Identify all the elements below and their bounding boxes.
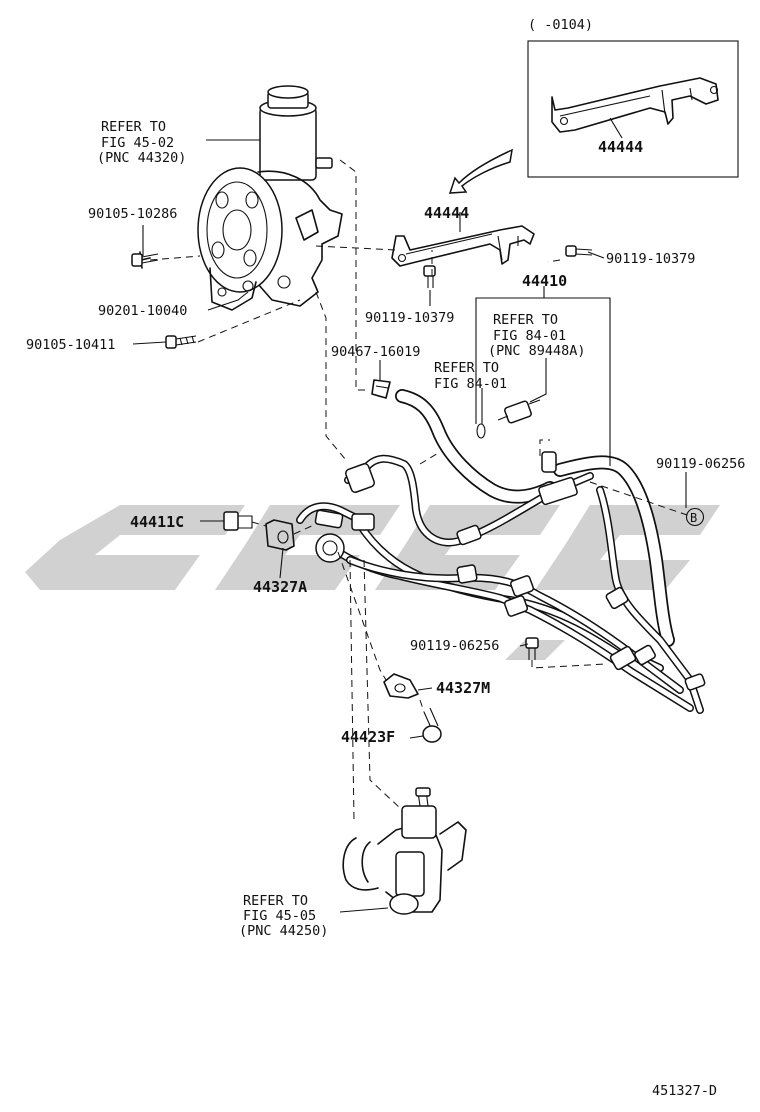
label-90119-06256-right: 90119-06256 bbox=[656, 456, 745, 472]
gasket-44327A bbox=[265, 519, 295, 551]
inset-part-label: 44444 bbox=[598, 138, 643, 156]
inset-leader bbox=[609, 117, 623, 139]
union-bolt-44411C bbox=[223, 511, 253, 531]
refer-gear-line3: (PNC 44250) bbox=[239, 923, 328, 939]
bracket-44444 bbox=[391, 225, 535, 267]
marker-b-label: B bbox=[690, 511, 697, 525]
label-90467-16019: 90467-16019 bbox=[331, 344, 420, 360]
refer-pump-line1: REFER TO bbox=[101, 119, 166, 135]
label-90119-06256-mid: 90119-06256 bbox=[410, 638, 499, 654]
label-44423F: 44423F bbox=[341, 728, 395, 746]
steering-gear bbox=[342, 787, 467, 915]
label-90119-10379-bottom: 90119-10379 bbox=[365, 310, 454, 326]
bolt-90119-10379-right bbox=[565, 245, 593, 257]
pressure-hose-44410 bbox=[344, 451, 704, 714]
inset-frame bbox=[527, 40, 739, 178]
direction-arrow bbox=[448, 148, 513, 194]
label-44327M: 44327M bbox=[436, 679, 490, 697]
gasket-44327M bbox=[383, 673, 419, 699]
refer-pump-line3: (PNC 44320) bbox=[97, 150, 186, 166]
refer-gear-line2: FIG 45-05 bbox=[243, 908, 316, 924]
bolt-90105-10411 bbox=[165, 335, 197, 349]
label-44327A: 44327A bbox=[253, 578, 307, 596]
refer-oring-line2: FIG 84-01 bbox=[434, 376, 507, 392]
label-90119-10379-right: 90119-10379 bbox=[606, 251, 695, 267]
refer-pump-line2: FIG 45-02 bbox=[101, 135, 174, 151]
bolt-90119-06256-mid bbox=[525, 637, 539, 660]
refer-switch-line1: REFER TO bbox=[493, 312, 558, 328]
label-90201-10040: 90201-10040 bbox=[98, 303, 187, 319]
union-44423F bbox=[422, 707, 442, 743]
label-44410: 44410 bbox=[522, 272, 567, 290]
refer-gear-line1: REFER TO bbox=[243, 893, 308, 909]
figure-id: 451327-D bbox=[652, 1083, 717, 1099]
inset-range-label: ( -0104) bbox=[528, 17, 593, 33]
leader-lines bbox=[132, 139, 687, 913]
label-90105-10286: 90105-10286 bbox=[88, 206, 177, 222]
return-hose bbox=[395, 389, 675, 647]
routing-dash-lines bbox=[149, 159, 691, 821]
power-steering-pump bbox=[197, 85, 343, 311]
refer-oring-line1: REFER TO bbox=[434, 360, 499, 376]
label-90105-10411: 90105-10411 bbox=[26, 337, 115, 353]
bolt-90105-10286 bbox=[131, 251, 159, 269]
marker-b: B bbox=[685, 507, 705, 527]
pressure-switch bbox=[497, 399, 541, 424]
o-ring bbox=[476, 423, 486, 439]
inset-bracket-44444 bbox=[551, 77, 719, 133]
label-44411C: 44411C bbox=[130, 513, 184, 531]
refer-switch-line2: FIG 84-01 bbox=[493, 328, 566, 344]
label-44444: 44444 bbox=[424, 204, 469, 222]
clamp-90467-16019 bbox=[371, 379, 391, 399]
pressure-tubes bbox=[296, 462, 706, 712]
bolt-90119-10379-bottom bbox=[423, 265, 436, 288]
refer-switch-line3: (PNC 89448A) bbox=[488, 343, 586, 359]
